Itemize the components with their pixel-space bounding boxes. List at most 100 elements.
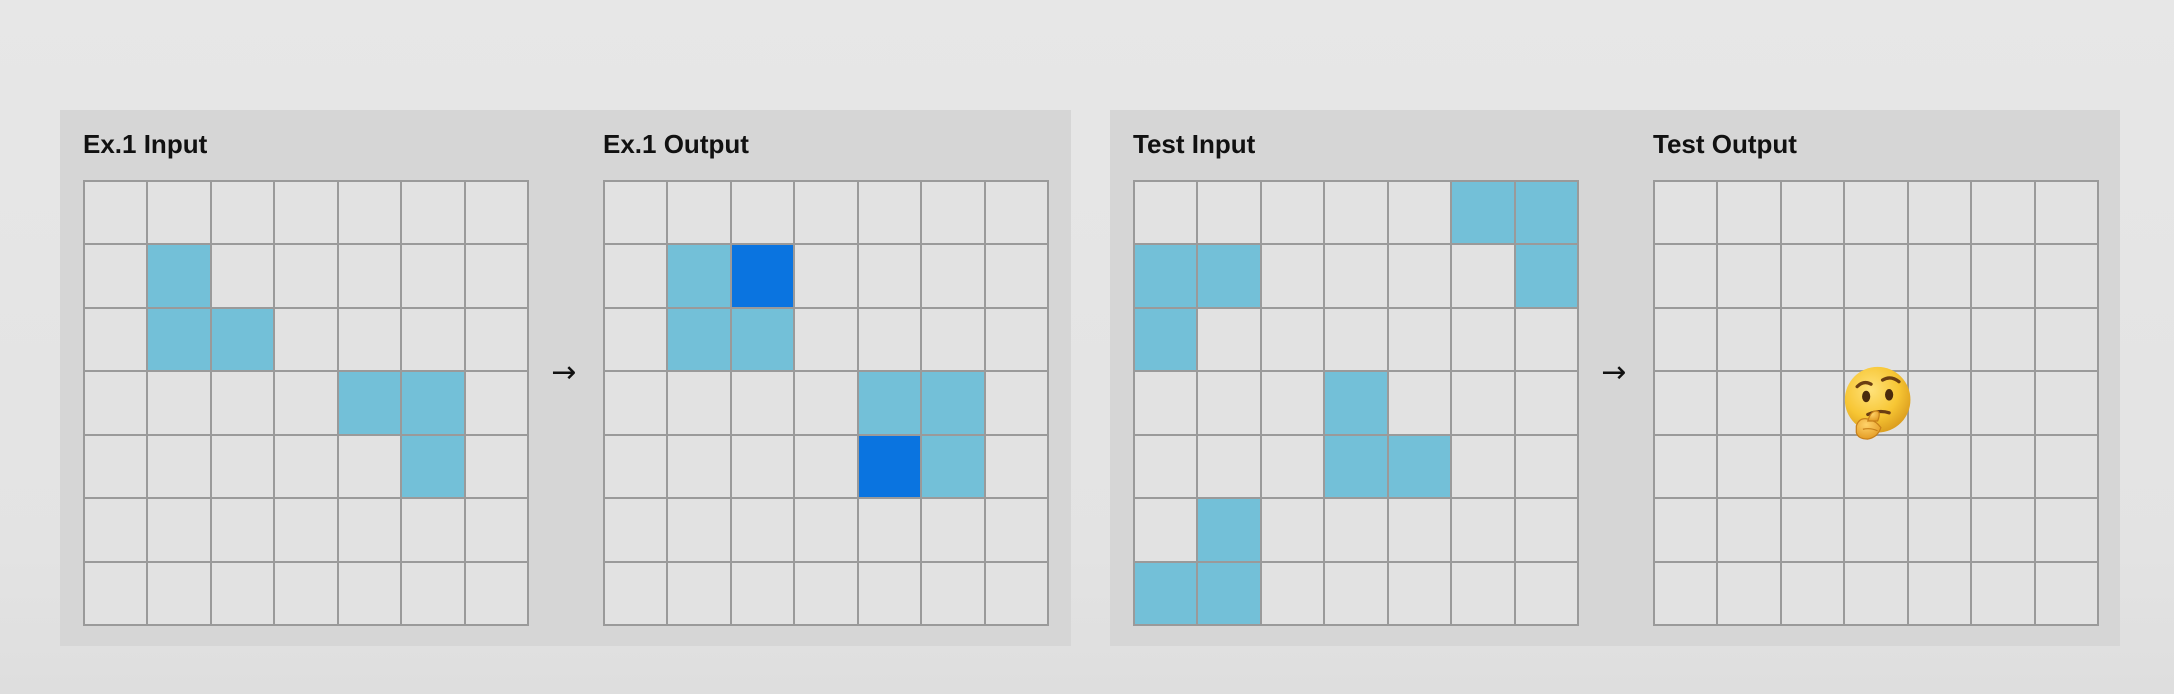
test-arrow: → — [1601, 355, 1627, 390]
grid-cell-empty — [795, 435, 857, 498]
grid-cell-filled — [1515, 245, 1577, 307]
grid-cell-empty — [1972, 435, 2034, 498]
grid-cell-empty — [1325, 182, 1387, 244]
grid-cell-empty — [858, 308, 921, 371]
grid-cell-empty — [858, 245, 921, 307]
grid-cell-empty — [275, 308, 337, 371]
grid-cell-empty — [211, 499, 274, 561]
grid-cell-empty — [985, 499, 1047, 561]
grid-cell-empty — [2035, 562, 2097, 624]
grid-cell-empty — [1845, 245, 1907, 307]
grid-cell-empty — [1972, 372, 2034, 434]
grid-cell-empty — [795, 499, 857, 561]
grid-cell-empty — [1325, 245, 1387, 307]
grid-cell-empty — [211, 372, 274, 434]
grid-cell-empty — [985, 562, 1047, 624]
grid-cell-empty — [605, 435, 667, 498]
grid-cell-empty — [1325, 562, 1387, 624]
example-panel: Ex.1 Input → Ex.1 Output — [60, 110, 1071, 646]
grid-cell-filled — [858, 372, 921, 434]
grid-cell-empty — [1135, 435, 1197, 498]
grid-cell-empty — [275, 245, 337, 307]
grid-cell-filled — [1452, 182, 1514, 244]
grid-cell-empty — [1845, 562, 1907, 624]
grid-cell-empty — [1718, 499, 1780, 561]
grid-cell-empty — [1655, 372, 1717, 434]
grid-cell-empty — [402, 182, 464, 244]
grid-cell-empty — [211, 245, 274, 307]
grid-cell-empty — [1261, 245, 1324, 307]
grid-cell-empty — [922, 245, 984, 307]
grid-cell-empty — [1388, 182, 1451, 244]
grid-cell-empty — [211, 562, 274, 624]
grid-cell-empty — [1388, 245, 1451, 307]
example-arrow: → — [551, 355, 577, 390]
grid-cell-empty — [605, 562, 667, 624]
grid-cell-empty — [275, 182, 337, 244]
grid-cell-empty — [985, 245, 1047, 307]
grid-cell-empty — [1781, 499, 1844, 561]
grid-cell-filled — [668, 245, 730, 307]
grid-cell-empty — [1135, 182, 1197, 244]
grid-cell-empty — [731, 562, 794, 624]
grid-cell-empty — [1972, 499, 2034, 561]
grid-cell-filled — [402, 372, 464, 434]
grid-cell-empty — [1515, 562, 1577, 624]
grid-cell-empty — [858, 562, 921, 624]
grid-cell-empty — [668, 372, 730, 434]
grid-cell-empty — [1845, 182, 1907, 244]
grid-cell-empty — [922, 308, 984, 371]
grid-cell-dark — [858, 435, 921, 498]
grid-cell-empty — [148, 435, 210, 498]
grid-cell-empty — [922, 562, 984, 624]
grid-cell-empty — [1198, 435, 1260, 498]
grid-cell-empty — [1908, 182, 1971, 244]
grid-cell-empty — [1325, 499, 1387, 561]
grid-cell-filled — [402, 435, 464, 498]
grid-cell-empty — [1655, 182, 1717, 244]
example-input-title: Ex.1 Input — [83, 129, 208, 159]
grid-cell-empty — [1388, 562, 1451, 624]
grid-cell-empty — [338, 245, 401, 307]
grid-cell-empty — [731, 499, 794, 561]
grid-cell-empty — [1718, 182, 1780, 244]
grid-cell-empty — [1452, 308, 1514, 371]
grid-cell-empty — [795, 562, 857, 624]
grid-cell-empty — [1972, 245, 2034, 307]
grid-cell-empty — [1718, 435, 1780, 498]
grid-cell-empty — [1655, 499, 1717, 561]
grid-cell-filled — [1135, 308, 1197, 371]
example-input-block: Ex.1 Input — [83, 128, 529, 626]
grid-cell-empty — [465, 308, 527, 371]
grid-cell-empty — [211, 435, 274, 498]
grid-cell-filled — [1388, 435, 1451, 498]
grid-cell-empty — [985, 372, 1047, 434]
grid-cell-empty — [85, 308, 147, 371]
test-output-block: Test Output — [1653, 128, 2099, 626]
grid-cell-empty — [1452, 562, 1514, 624]
grid-cell-empty — [1261, 182, 1324, 244]
grid-cell-empty — [1515, 308, 1577, 371]
grid-cell-empty — [1261, 499, 1324, 561]
grid-cell-empty — [402, 308, 464, 371]
grid-cell-empty — [338, 499, 401, 561]
grid-cell-empty — [605, 372, 667, 434]
grid-cell-empty — [1718, 308, 1780, 371]
grid-cell-empty — [2035, 182, 2097, 244]
grid-cell-empty — [1198, 372, 1260, 434]
grid-cell-empty — [605, 308, 667, 371]
grid-cell-empty — [1972, 182, 2034, 244]
grid-cell-empty — [402, 245, 464, 307]
example-input-grid — [83, 180, 529, 626]
grid-cell-filled — [1135, 562, 1197, 624]
grid-cell-empty — [858, 499, 921, 561]
grid-cell-empty — [731, 182, 794, 244]
grid-cell-empty — [1781, 435, 1844, 498]
grid-cell-filled — [1198, 499, 1260, 561]
grid-cell-filled — [1135, 245, 1197, 307]
grid-cell-empty — [1388, 308, 1451, 371]
grid-cell-empty — [1845, 435, 1907, 498]
grid-cell-empty — [1655, 435, 1717, 498]
grid-cell-empty — [668, 182, 730, 244]
grid-cell-empty — [795, 182, 857, 244]
